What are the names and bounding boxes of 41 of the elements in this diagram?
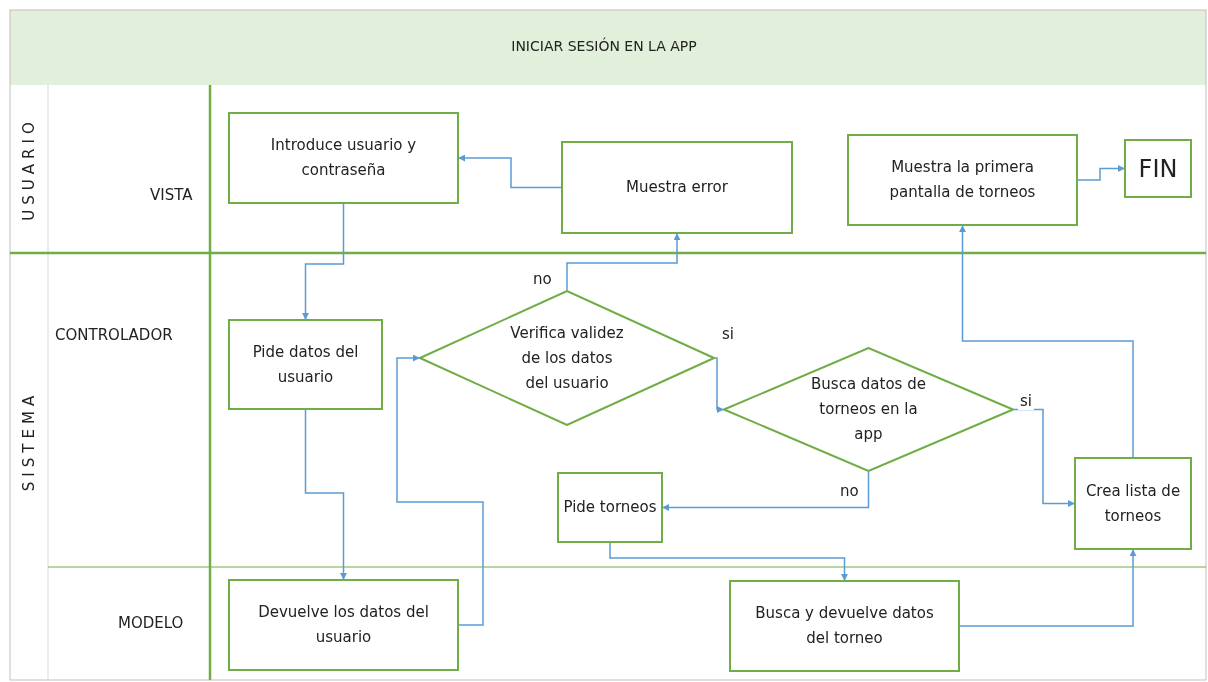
box-text: Pide datos del usuario <box>251 341 360 388</box>
arrow <box>959 549 1137 627</box>
box-text: FIN <box>1138 153 1178 184</box>
arrow <box>304 409 347 580</box>
box-text: Muestra la primera pantalla de torneos <box>888 157 1037 203</box>
title: INICIAR SESIÓN EN LA APP <box>510 38 698 54</box>
process-box <box>228 319 383 410</box>
arrow <box>396 354 484 626</box>
arrow <box>959 225 1134 458</box>
box-text: Busca datos de torneos en la app <box>810 374 927 445</box>
arrow <box>609 542 848 581</box>
box-text: Devuelve los datos del usuario <box>257 602 430 648</box>
arrow <box>458 154 562 189</box>
arrow <box>1013 408 1075 507</box>
process-box <box>228 112 459 204</box>
process-box <box>847 134 1078 226</box>
box-text: Crea lista de torneos <box>1084 480 1182 527</box>
edge-label: si <box>1018 392 1034 410</box>
box-text: Pide torneos <box>563 497 657 518</box>
arrow <box>302 203 345 320</box>
box-text: Busca y devuelve datos del torneo <box>754 603 935 649</box>
box-text: Verifica validez de los datos del usuario <box>509 322 625 394</box>
box-text: Muestra error <box>626 177 728 198</box>
process-box <box>1124 139 1192 198</box>
lane-label: VISTA <box>150 186 193 204</box>
pool-label: USUARIO <box>20 117 38 221</box>
arrow <box>1077 165 1125 181</box>
lane-label: CONTROLADOR <box>55 326 173 344</box>
arrow <box>662 471 870 511</box>
process-box <box>228 579 459 671</box>
decision-diamond <box>419 290 715 426</box>
arrow <box>566 233 681 291</box>
lane-label: MODELO <box>118 614 184 632</box>
process-box <box>729 580 960 672</box>
arrow <box>714 357 724 413</box>
process-box <box>557 472 663 543</box>
process-box <box>561 141 793 234</box>
process-box <box>1074 457 1192 550</box>
decision-diamond <box>723 347 1014 472</box>
box-text: Introduce usuario y contraseña <box>269 135 418 181</box>
pool-label: SISTEMA <box>20 390 38 492</box>
